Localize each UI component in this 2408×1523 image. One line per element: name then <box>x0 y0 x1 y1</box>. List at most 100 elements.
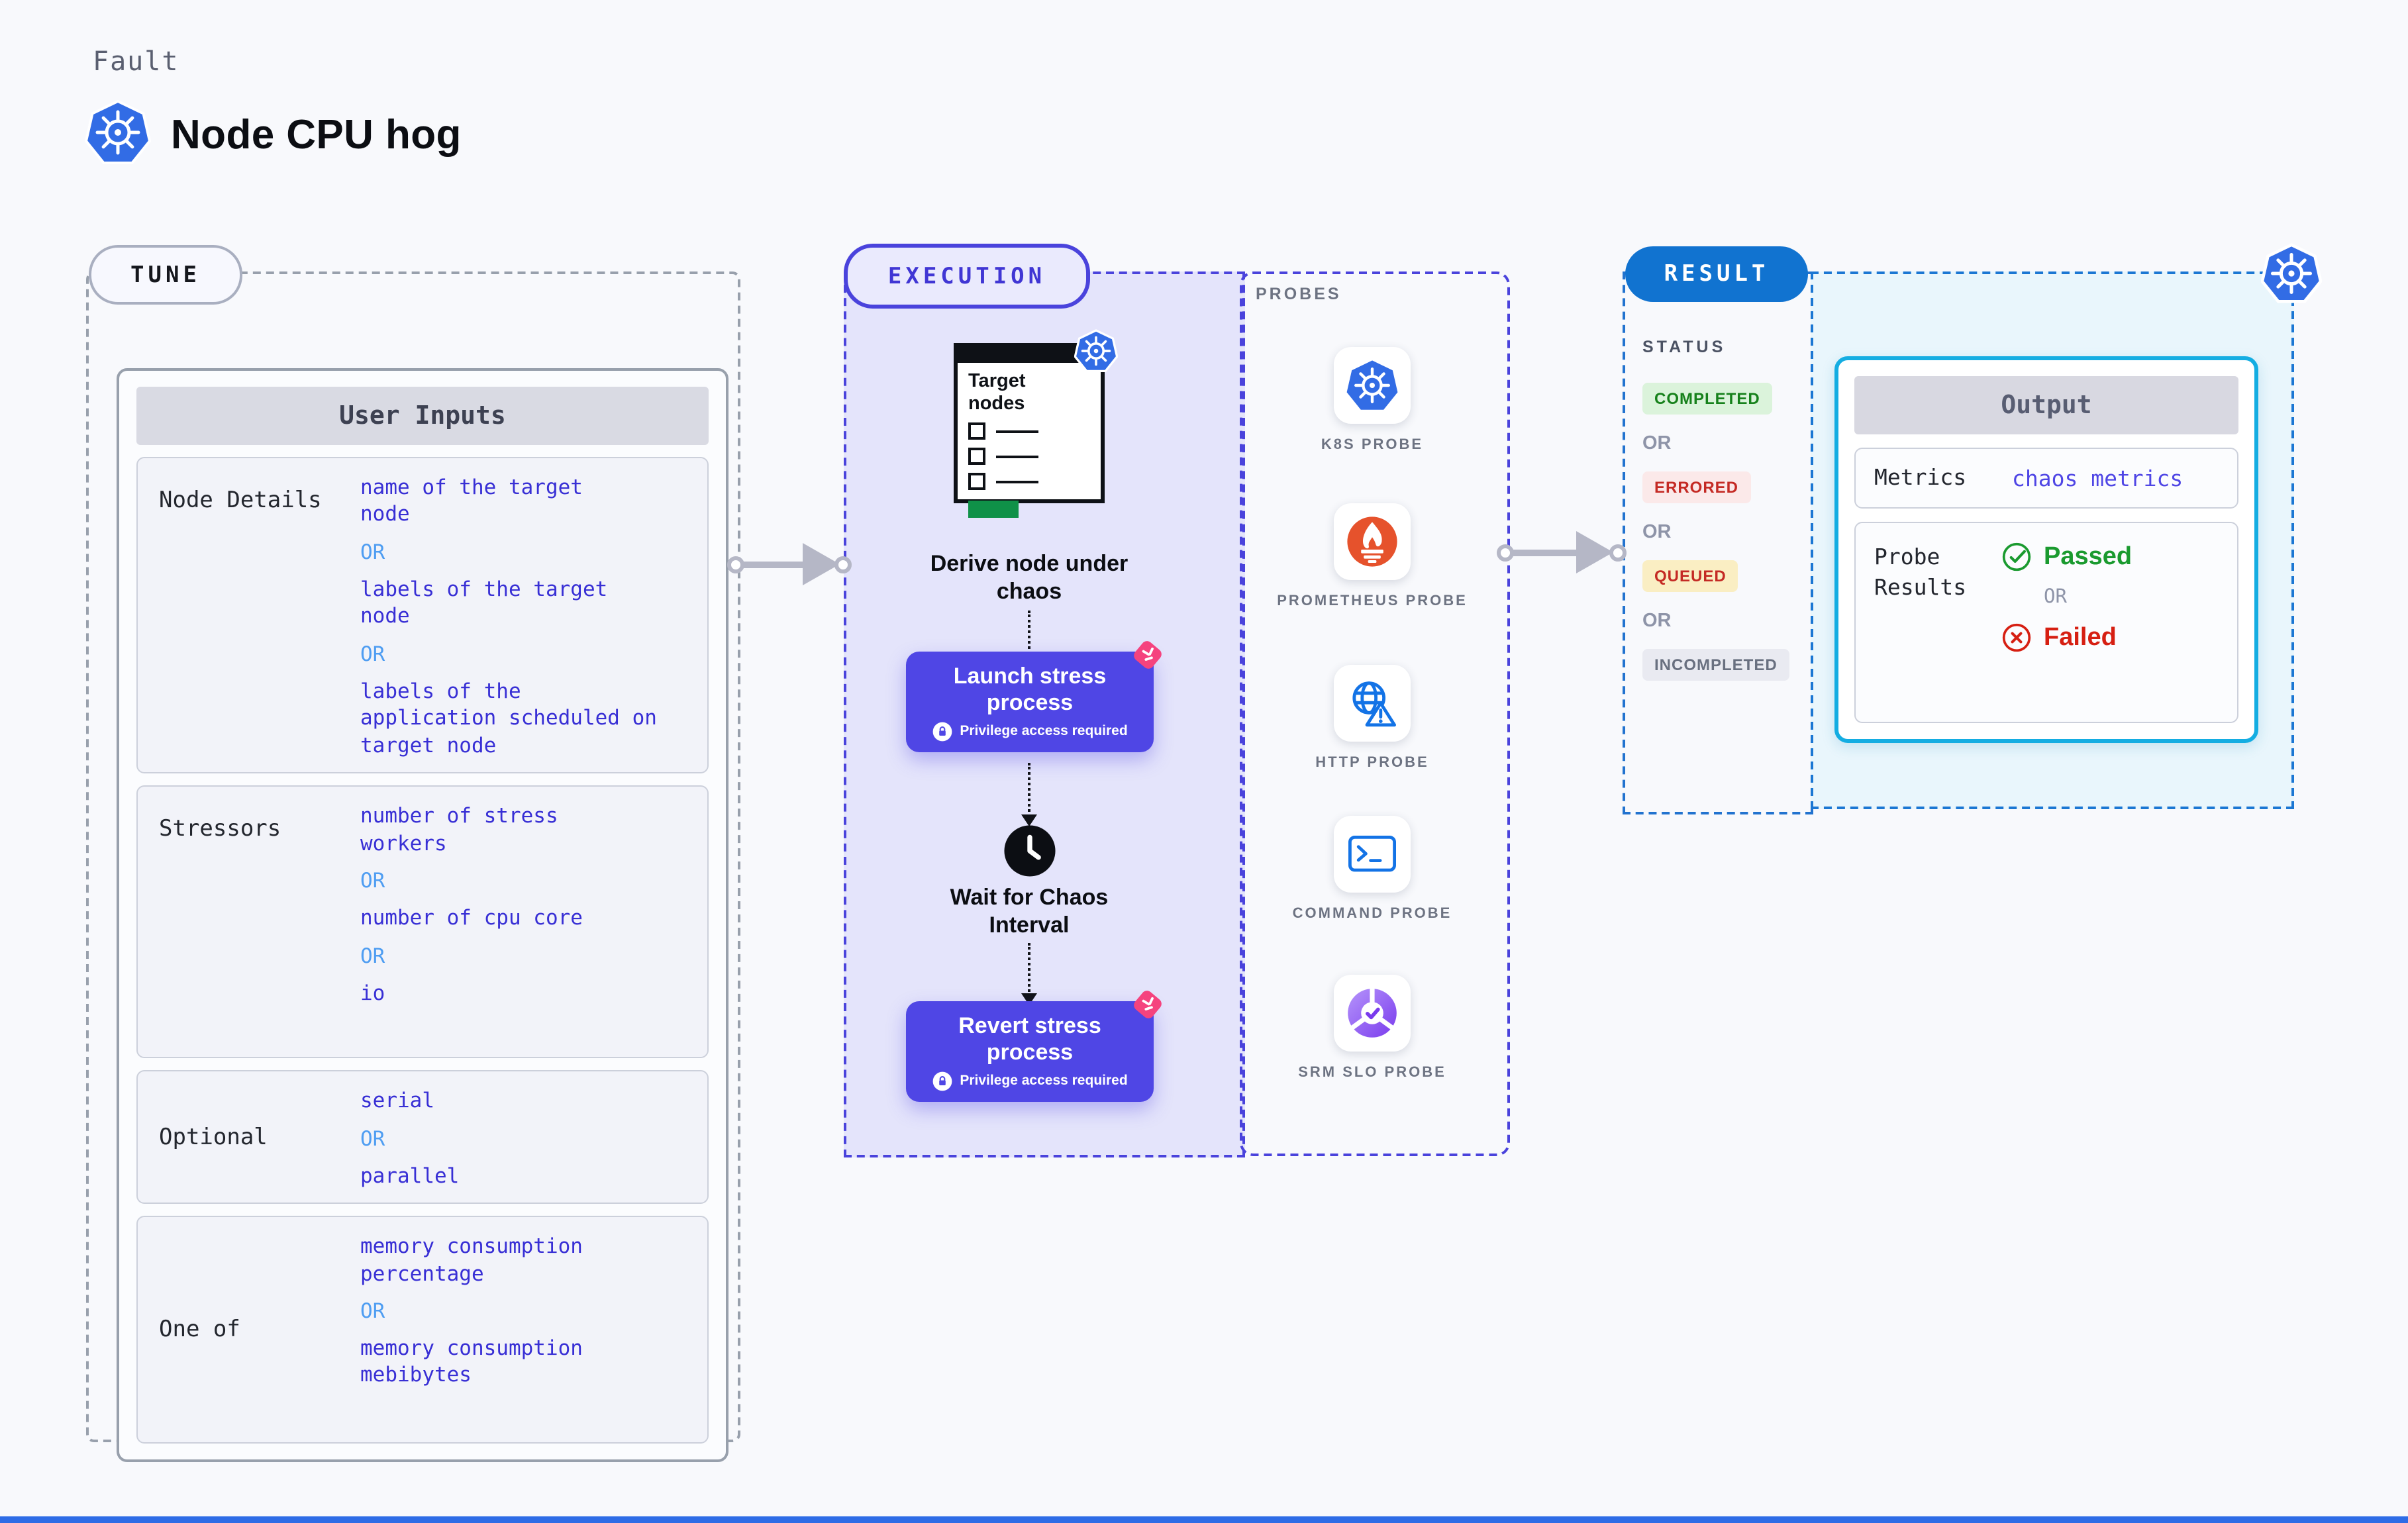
result-badge[interactable]: RESULT <box>1625 246 1808 302</box>
globe-warning-icon <box>1352 681 1396 727</box>
input-option: serial <box>360 1089 434 1113</box>
check-circle-icon <box>2002 542 2031 571</box>
flow-dotted-line <box>1028 763 1030 817</box>
target-nodes-title: Target nodes <box>968 371 1026 415</box>
checkbox-icon <box>968 422 985 440</box>
progress-bar <box>968 501 1019 518</box>
terminal-icon <box>1348 836 1396 872</box>
metrics-row: Metrics chaos metrics <box>1854 448 2238 509</box>
or-separator: OR <box>360 869 385 893</box>
probe-label: PROMETHEUS PROBE <box>1277 593 1468 609</box>
connector-ring <box>1609 544 1627 562</box>
input-option: labels of the target node <box>360 577 608 628</box>
input-row-options: serial OR parallel <box>360 1085 662 1189</box>
input-row-options: name of the target node OR labels of the… <box>360 471 662 759</box>
kubernetes-icon <box>85 99 151 164</box>
execution-badge[interactable]: EXECUTION <box>844 244 1090 309</box>
metrics-value[interactable]: chaos metrics <box>2012 466 2183 491</box>
input-row-options: memory consumption percentage OR memory … <box>360 1230 662 1429</box>
clock-icon <box>1004 825 1056 877</box>
flow-arrow-shaft <box>1511 550 1583 556</box>
input-row-label: Optional <box>159 1124 268 1151</box>
input-option: number of cpu core <box>360 906 583 930</box>
or-separator: OR <box>360 540 385 564</box>
target-nodes-window: Target nodes <box>954 343 1105 518</box>
or-separator: OR <box>360 642 385 666</box>
or-separator: OR <box>360 944 385 968</box>
or-separator: OR <box>360 1126 385 1151</box>
input-option: memory consumption mebibytes <box>360 1336 583 1387</box>
kubernetes-icon <box>2261 243 2322 303</box>
metrics-label: Metrics <box>1874 465 1967 491</box>
connector-ring <box>727 556 744 573</box>
input-row-label: One of <box>159 1316 240 1344</box>
revert-stress-button[interactable]: Revert stress process Privilege access r… <box>906 991 1162 1102</box>
status-title: STATUS <box>1642 338 1727 356</box>
flow-dotted-line <box>1028 943 1030 996</box>
flow-dotted-line <box>1028 611 1030 675</box>
input-option: number of stress workers <box>360 804 558 856</box>
stress-icon <box>1134 641 1162 669</box>
probe-tile-srm-slo[interactable] <box>1334 975 1411 1052</box>
probe-label: SRM SLO PROBE <box>1298 1065 1446 1081</box>
status-badge-completed: COMPLETED <box>1642 383 1772 415</box>
probe-results-row: Probe Results Passed OR Failed <box>1854 522 2238 723</box>
step-derive-label: Derive node under chaos <box>930 551 1129 605</box>
status-badge-errored: ERRORED <box>1642 471 1751 503</box>
status-badge-queued: QUEUED <box>1642 560 1738 592</box>
probe-results-values: Passed OR Failed <box>2001 542 2132 703</box>
or-separator: OR <box>1642 611 1672 632</box>
passed-line: Passed <box>2001 542 2132 572</box>
probe-label: K8S PROBE <box>1321 437 1424 453</box>
probes-title: PROBES <box>1256 285 1342 303</box>
status-badge-incompleted: INCOMPLETED <box>1642 649 1789 681</box>
connector-ring <box>834 556 852 573</box>
checkbox-icon <box>968 473 985 491</box>
flow-dotted-arrowhead <box>1021 814 1037 826</box>
launch-stress-label: Launch stress process <box>953 663 1107 716</box>
bottom-accent-bar <box>0 1516 2408 1523</box>
failed-label: Failed <box>2044 623 2117 651</box>
input-row-label: Node Details <box>159 487 322 514</box>
input-option: labels of the application scheduled on t… <box>360 679 657 758</box>
x-circle-icon <box>2002 623 2031 652</box>
input-row-one-of: One of memory consumption percentage OR … <box>136 1216 709 1444</box>
probe-tile-http[interactable] <box>1334 665 1411 742</box>
input-option: memory consumption percentage <box>360 1234 583 1286</box>
tune-badge[interactable]: TUNE <box>89 245 242 305</box>
input-row-node-details: Node Details name of the target node OR … <box>136 457 709 774</box>
kubernetes-icon <box>1346 360 1398 410</box>
privilege-label: Privilege access required <box>960 1073 1128 1089</box>
lock-icon <box>932 1071 952 1091</box>
probe-results-label: Probe Results <box>1874 544 1967 601</box>
probe-tile-prometheus[interactable] <box>1334 503 1411 580</box>
checklist-item <box>968 473 1090 491</box>
slo-check-icon <box>1348 987 1397 1038</box>
user-inputs-title: User Inputs <box>136 387 709 445</box>
step-wait-label: Wait for Chaos Interval <box>950 885 1109 938</box>
list-line <box>996 480 1038 484</box>
revert-stress-label: Revert stress process <box>958 1013 1101 1065</box>
checklist-item <box>968 422 1090 440</box>
page-title: Node CPU hog <box>171 111 462 158</box>
or-separator: OR <box>2044 587 2067 608</box>
input-option: io <box>360 981 385 1005</box>
kubernetes-icon <box>1074 329 1118 373</box>
checkbox-icon <box>968 448 985 466</box>
fault-kicker: Fault <box>93 45 179 77</box>
checklist-item <box>968 448 1090 466</box>
output-title: Output <box>1854 376 2238 434</box>
connector-ring <box>1497 544 1514 562</box>
probe-tile-command[interactable] <box>1334 816 1411 893</box>
output-card: Output Metrics chaos metrics Probe Resul… <box>1834 356 2258 743</box>
launch-stress-button[interactable]: Launch stress process Privilege access r… <box>906 641 1162 752</box>
probe-tile-k8s[interactable] <box>1334 347 1411 424</box>
or-separator: OR <box>1642 522 1672 543</box>
passed-label: Passed <box>2044 542 2132 570</box>
input-option: name of the target node <box>360 475 583 526</box>
list-line <box>996 430 1038 434</box>
input-row-stressors: Stressors number of stress workers OR nu… <box>136 785 709 1059</box>
input-row-label: Stressors <box>159 816 281 843</box>
flow-arrow-shaft <box>742 562 811 568</box>
flow-arrow-head <box>1576 531 1613 573</box>
